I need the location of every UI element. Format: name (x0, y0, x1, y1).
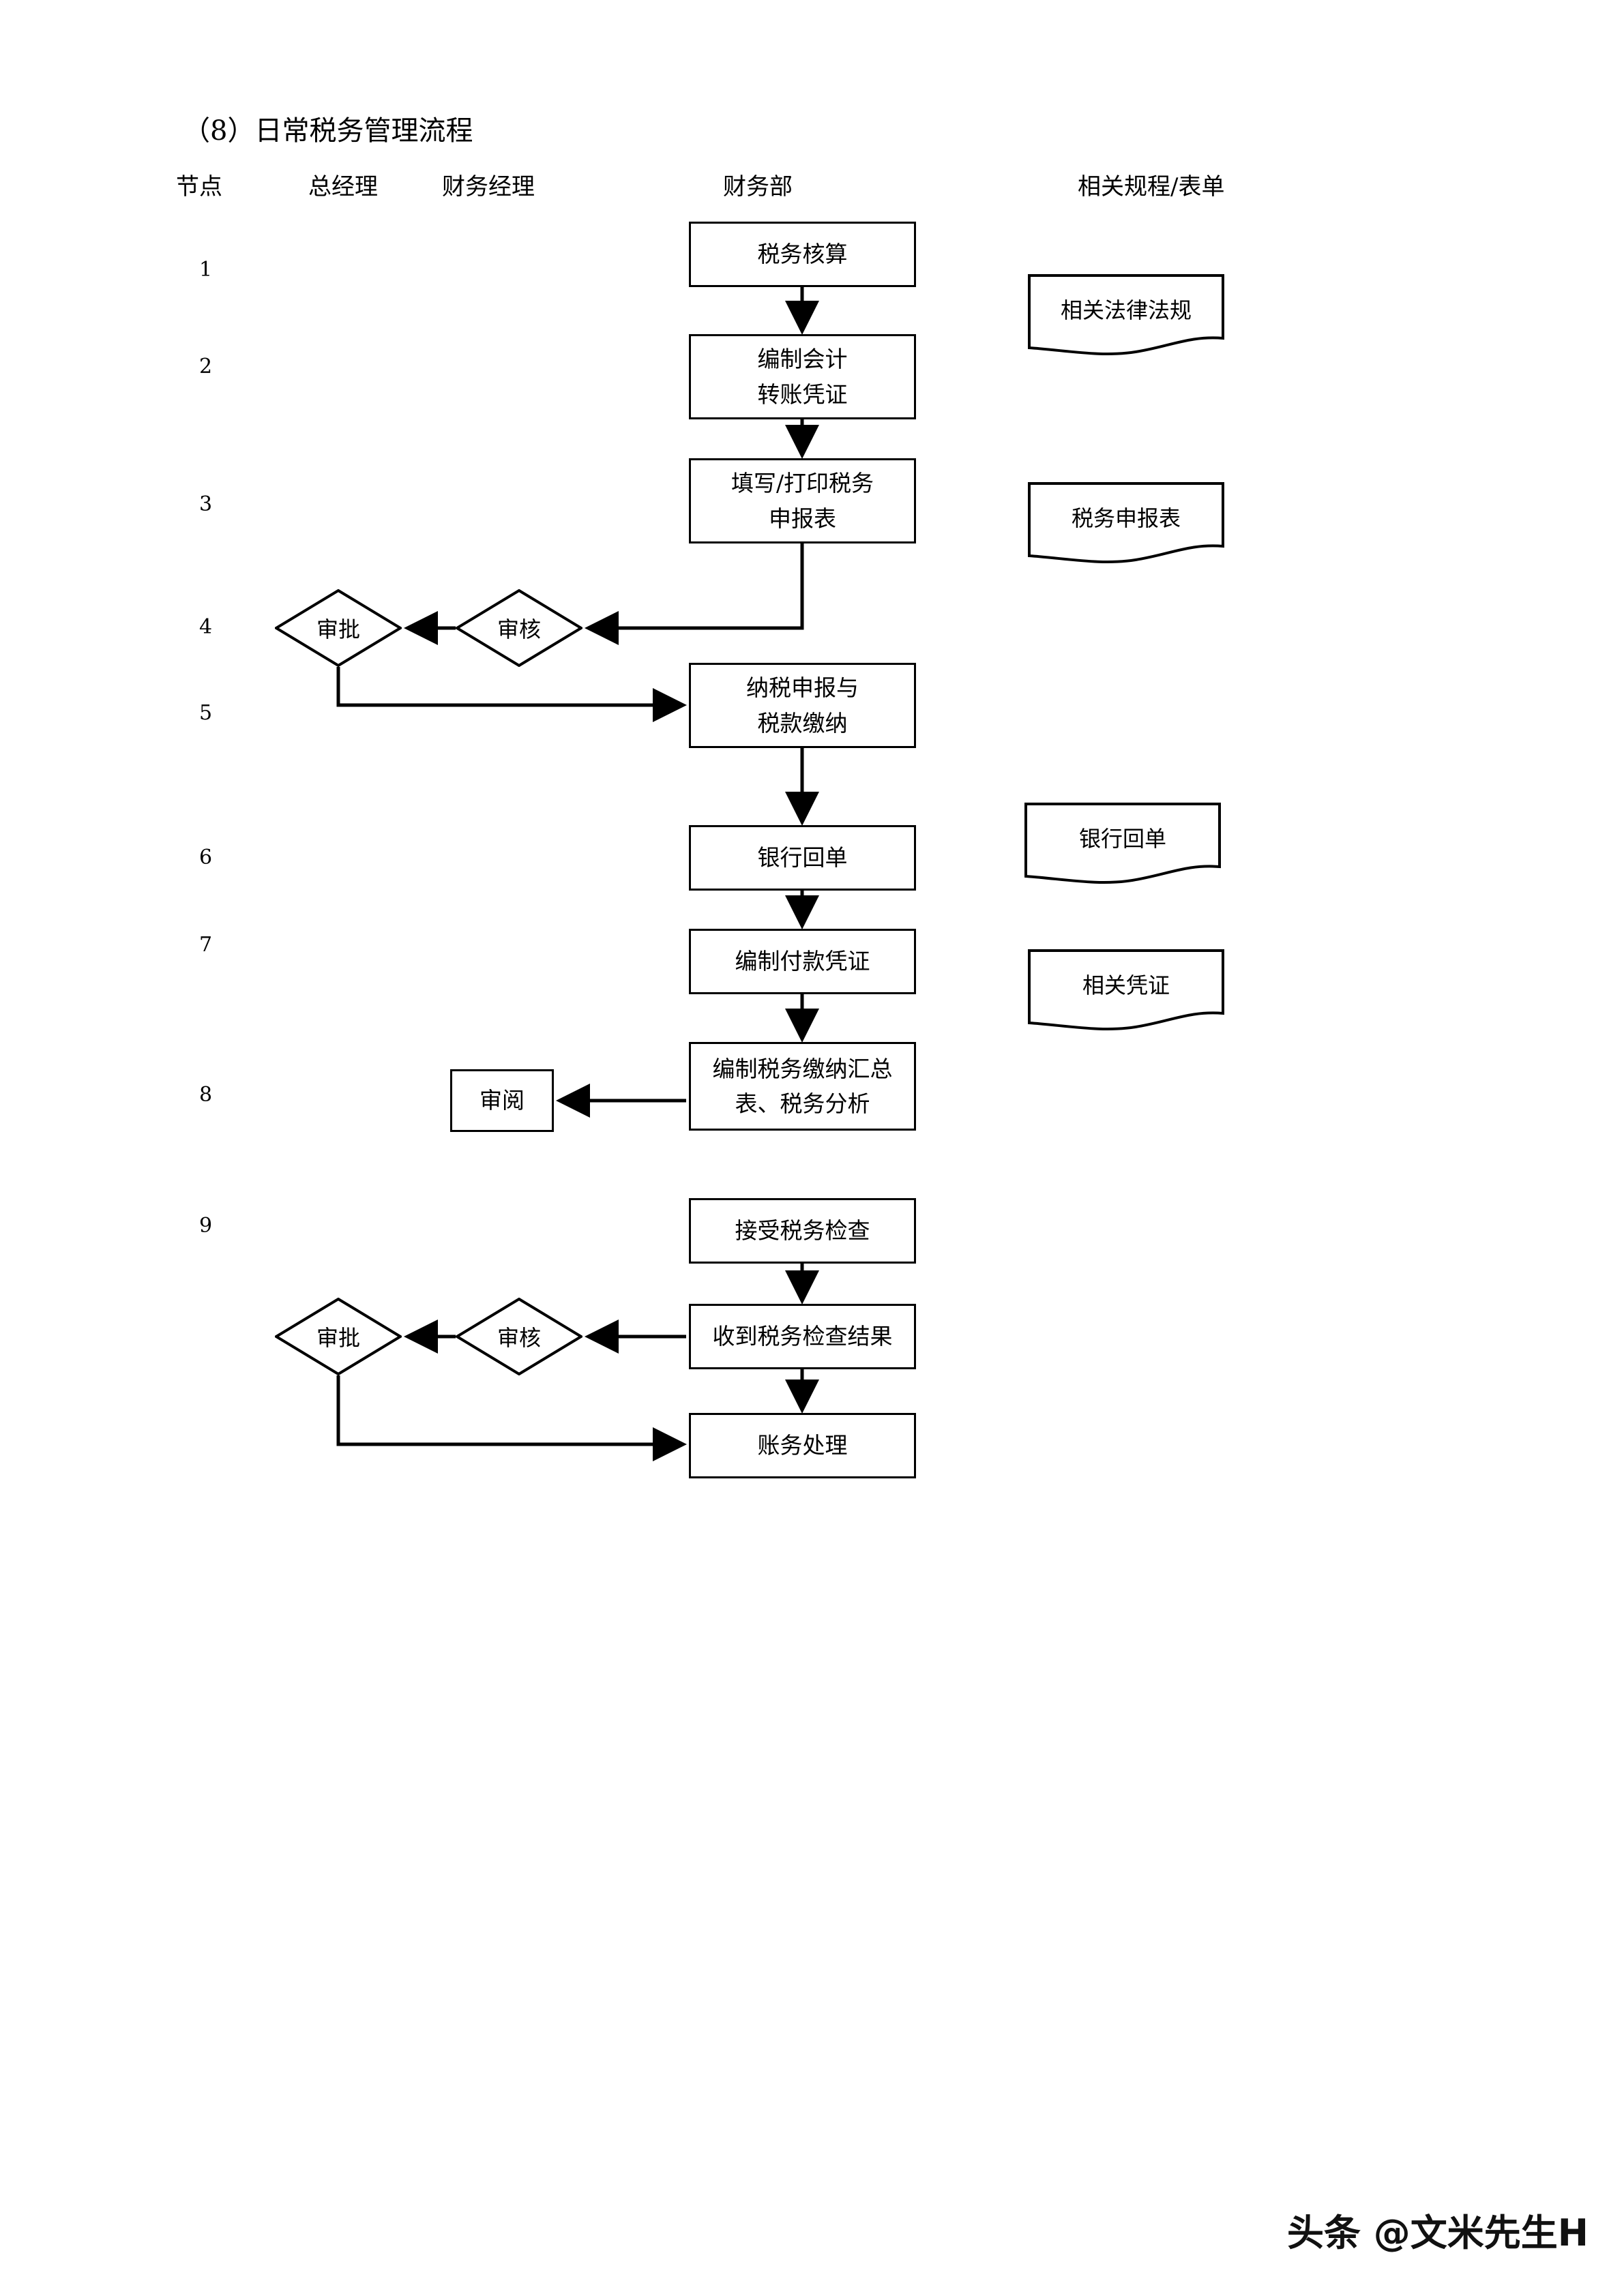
process-box-make-transfer-voucher[interactable]: 编制会计 转账凭证 (689, 334, 916, 419)
process-box-declare-and-pay-tax[interactable]: 纳税申报与 税款缴纳 (689, 663, 916, 748)
document-bank-receipt-label: 银行回单 (1078, 826, 1166, 852)
decision-verify-2-label: 审核 (497, 1325, 541, 1351)
column-header-fin-mgr: 财务经理 (442, 173, 535, 200)
page-title: （8）日常税务管理流程 (183, 115, 473, 147)
decision-approve-1[interactable]: 审批 (275, 589, 402, 667)
node-number-9: 9 (199, 1214, 213, 1238)
process-box-bank-receipt[interactable]: 银行回单 (689, 825, 916, 891)
process-box-accept-tax-inspection[interactable]: 接受税务检查 (689, 1198, 916, 1264)
document-laws-regulations[interactable]: 相关法律法规 (1027, 273, 1226, 360)
decision-approve-1-label: 审批 (316, 616, 360, 642)
column-header-node: 节点 (176, 173, 222, 200)
process-box-make-payment-voucher[interactable]: 编制付款凭证 (689, 929, 916, 994)
node-number-7: 7 (199, 933, 213, 957)
document-tax-return-form[interactable]: 税务申报表 (1027, 481, 1226, 568)
decision-verify-1-label: 审核 (497, 616, 541, 642)
column-header-docs: 相关规程/表单 (1078, 173, 1225, 200)
decision-verify-2[interactable]: 审核 (456, 1298, 582, 1375)
node-number-3: 3 (199, 492, 213, 516)
column-header-gm: 总经理 (308, 173, 378, 200)
column-header-fin-dept: 财务部 (723, 173, 793, 200)
process-box-receive-inspection-result[interactable]: 收到税务检查结果 (689, 1304, 916, 1369)
process-box-tax-accounting[interactable]: 税务核算 (689, 222, 916, 287)
document-related-vouchers[interactable]: 相关凭证 (1027, 948, 1226, 1035)
node-number-2: 2 (199, 355, 213, 378)
watermark: 头条 @文米先生H (1287, 2211, 1589, 2254)
document-tax-return-form-label: 税务申报表 (1071, 505, 1181, 531)
process-box-fill-print-tax-form[interactable]: 填写/打印税务 申报表 (689, 458, 916, 543)
connector-c14 (336, 1375, 687, 1461)
decision-approve-2-label: 审批 (316, 1325, 360, 1351)
document-related-vouchers-label: 相关凭证 (1082, 972, 1170, 998)
connector-c5 (336, 667, 687, 722)
process-box-review[interactable]: 审阅 (450, 1069, 554, 1132)
node-number-4: 4 (199, 615, 213, 639)
node-number-1: 1 (199, 258, 213, 282)
node-number-8: 8 (199, 1083, 213, 1107)
connector-c3 (585, 543, 804, 645)
node-number-5: 5 (199, 701, 213, 725)
document-bank-receipt[interactable]: 银行回单 (1023, 801, 1222, 889)
decision-verify-1[interactable]: 审核 (456, 589, 582, 667)
decision-approve-2[interactable]: 审批 (275, 1298, 402, 1375)
document-laws-regulations-label: 相关法律法规 (1060, 297, 1192, 323)
process-box-account-processing[interactable]: 账务处理 (689, 1413, 916, 1478)
process-box-tax-summary-analysis[interactable]: 编制税务缴纳汇总 表、税务分析 (689, 1042, 916, 1131)
node-number-6: 6 (199, 846, 213, 869)
